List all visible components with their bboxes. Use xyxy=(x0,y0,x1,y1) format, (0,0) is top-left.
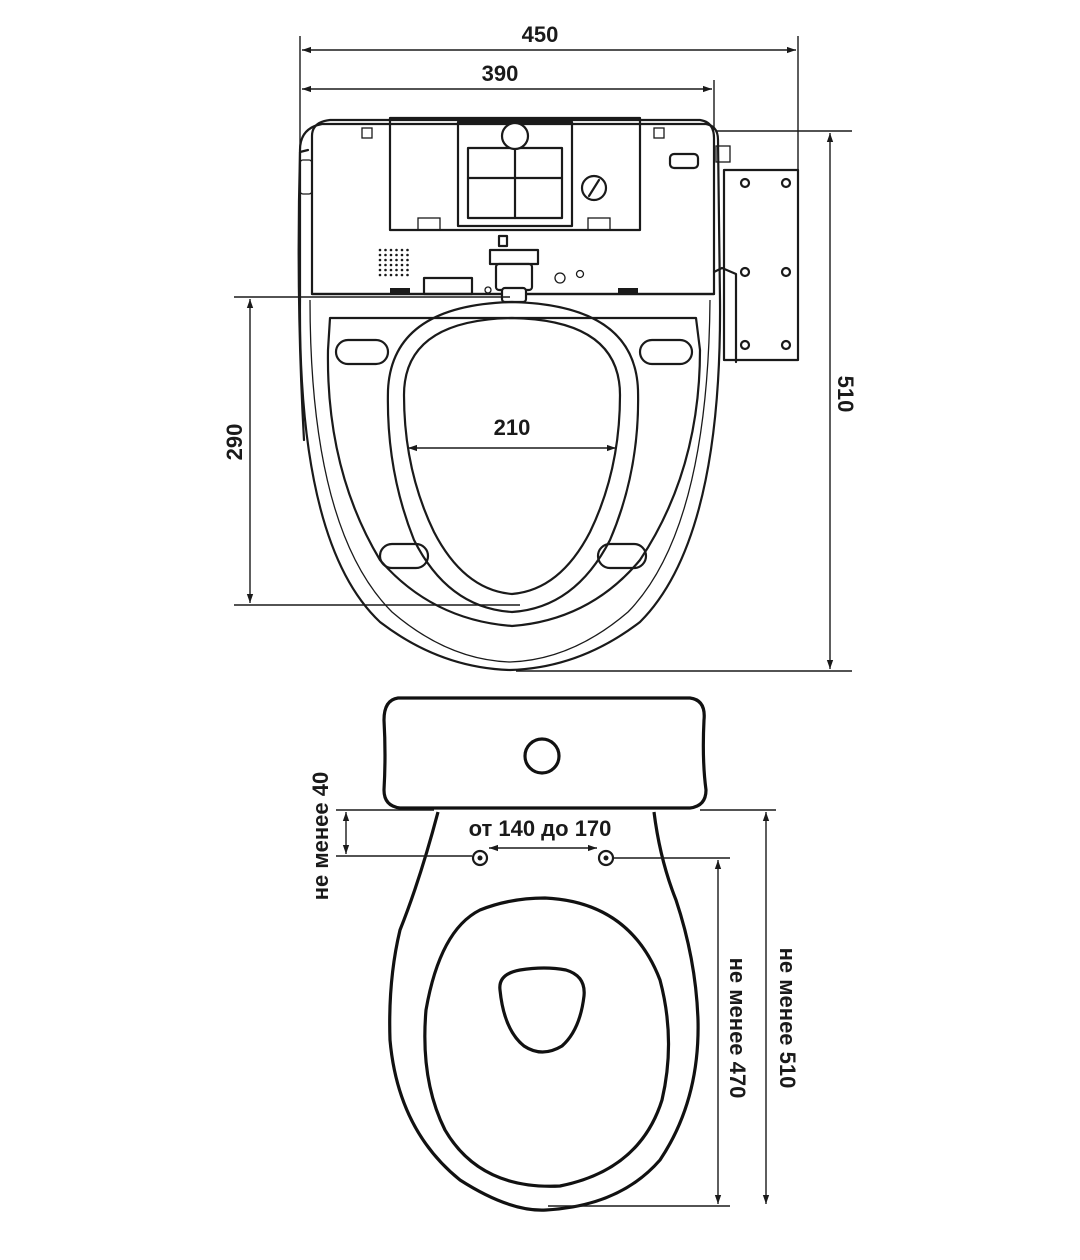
indicator-window xyxy=(668,152,700,170)
grille-dot xyxy=(384,268,387,272)
mount-bolt xyxy=(715,145,731,163)
sensor-dot-3 xyxy=(484,286,492,294)
tank-latch-right xyxy=(587,217,611,231)
grille-dot xyxy=(389,248,393,252)
control-housing xyxy=(310,118,716,296)
speaker-grille xyxy=(378,248,409,277)
dim-510-label: 510 xyxy=(833,376,858,413)
dim-450-label: 450 xyxy=(522,22,559,47)
dim-450: 450 xyxy=(299,22,799,170)
grille-dot xyxy=(395,253,398,257)
nozzle-cap xyxy=(497,234,509,248)
dim-210: 210 xyxy=(408,415,616,452)
seat-outer-shell xyxy=(298,122,722,672)
grille-dot xyxy=(406,263,409,267)
tank-cap xyxy=(500,121,530,151)
dim-bowl-to-front-label: не менее 470 xyxy=(725,958,750,1099)
nozzle-tip xyxy=(500,286,528,304)
seat-opening xyxy=(402,316,622,596)
grille-dot xyxy=(384,253,387,257)
grille-dot xyxy=(389,273,393,277)
grille-dot xyxy=(400,268,404,272)
grille-dot xyxy=(395,263,398,267)
grille-dot xyxy=(400,258,404,262)
dim-290-label: 290 xyxy=(222,424,247,461)
bowl-rim xyxy=(423,896,671,1188)
seat-mount-hole-left xyxy=(471,849,489,867)
sensor-block xyxy=(422,276,474,296)
grille-dot xyxy=(378,248,382,252)
grille-dot xyxy=(389,258,393,262)
grille-dot xyxy=(378,273,382,277)
grille-dot xyxy=(400,248,404,252)
grille-dot xyxy=(389,253,393,257)
grille-dot xyxy=(378,253,382,257)
grille-dot xyxy=(389,268,393,272)
drain-screw-icon xyxy=(580,174,608,202)
nozzle-head xyxy=(494,262,534,292)
grille-dot xyxy=(378,258,382,262)
sensor-dot-2 xyxy=(575,269,585,279)
seat-pad-right xyxy=(618,288,638,293)
dim-210-label: 210 xyxy=(494,415,531,440)
dim-total-length-label: не менее 510 xyxy=(775,948,800,1089)
grille-dot xyxy=(395,248,398,252)
grille-dot xyxy=(406,268,409,272)
grille-dot xyxy=(378,268,382,272)
dim-390: 390 xyxy=(302,61,715,130)
dim-510: 510 xyxy=(516,130,858,672)
dim-total-length: не менее 510 xyxy=(700,809,800,1204)
bowl-drain xyxy=(498,966,586,1054)
toilet-bowl-top-view: не менее 40 от 140 до 170 не менее 470 н… xyxy=(308,696,800,1212)
dim-hole-spacing-label: от 140 до 170 xyxy=(469,816,612,841)
grille-dot xyxy=(389,263,393,267)
flush-button xyxy=(523,737,561,775)
grille-dot xyxy=(395,273,398,277)
dim-290: 290 xyxy=(222,296,520,606)
bumper-back-right xyxy=(638,338,694,366)
seat-ring-outer xyxy=(386,300,640,614)
dim-bowl-to-front: не менее 470 xyxy=(548,857,750,1207)
seat-pad-left xyxy=(390,288,410,293)
mounting-plate xyxy=(722,168,800,362)
side-knob xyxy=(299,159,313,195)
dim-390-label: 390 xyxy=(482,61,519,86)
grille-dot xyxy=(400,253,404,257)
tank-latch-left xyxy=(417,217,441,231)
sensor-dot-1 xyxy=(554,272,566,284)
grille-dot xyxy=(378,263,382,267)
mounting-arm xyxy=(712,266,738,364)
grille-dot xyxy=(406,258,409,262)
seat-ring-plate xyxy=(326,316,702,628)
grille-dot xyxy=(400,263,404,267)
housing-clip-left xyxy=(361,127,373,139)
housing-clip-right xyxy=(653,127,665,139)
grille-dot xyxy=(406,253,409,257)
grille-dot xyxy=(384,273,387,277)
dim-hole-offset: не менее 40 xyxy=(308,772,472,901)
bumper-front-right xyxy=(596,542,648,570)
mounting-holes xyxy=(739,177,792,351)
bumper-front-left xyxy=(378,542,430,570)
seat-inner-rim xyxy=(309,299,711,663)
grille-dot xyxy=(384,263,387,267)
dim-hole-offset-label: не менее 40 xyxy=(308,772,333,901)
bumper-back-left xyxy=(334,338,390,366)
bidet-seat-top-view: 450 390 210 290 510 xyxy=(222,22,858,672)
dim-hole-spacing: от 140 до 170 xyxy=(469,816,612,852)
grille-dot xyxy=(395,268,398,272)
grille-dot xyxy=(384,258,387,262)
grille-dot xyxy=(406,248,409,252)
grille-dot xyxy=(395,258,398,262)
grille-dot xyxy=(400,273,404,277)
tank-panel xyxy=(388,116,642,232)
grille-dot xyxy=(384,248,387,252)
nozzle-bar xyxy=(488,248,540,266)
bowl-body xyxy=(388,811,700,1212)
grille-dot xyxy=(406,273,409,277)
